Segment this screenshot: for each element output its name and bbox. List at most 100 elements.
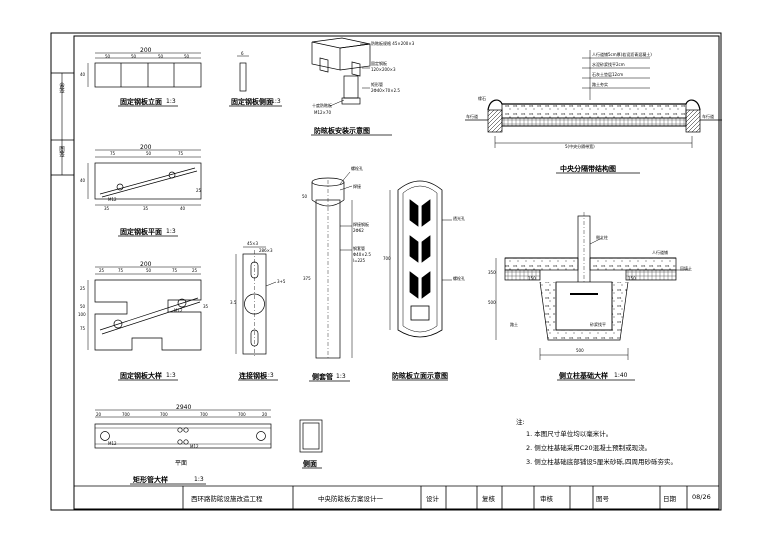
large-dim-2: 75 xyxy=(118,268,124,273)
front-view-scale: 1:3 xyxy=(166,98,176,105)
tube-sub-plan: 平面 xyxy=(175,460,188,467)
tube-title: 矩形管大样 xyxy=(133,476,168,484)
tube-dim-4: 700 xyxy=(200,412,208,417)
large-dim-1: 25 xyxy=(99,268,105,273)
large-dim-3: 50 xyxy=(146,268,152,273)
foundation-label-backfill: 回填土 xyxy=(680,266,692,271)
outer-border xyxy=(50,32,722,511)
sleeve-dim-50: 50 xyxy=(302,194,308,199)
connect-dim-height: 3.5 xyxy=(230,300,237,305)
front-view-title: 固定钢板立面 xyxy=(120,98,162,106)
plan-bolt-label: M12 xyxy=(108,197,117,202)
board-dim-height: 700 xyxy=(383,256,391,261)
foundation-label-soil: 路土 xyxy=(510,322,518,327)
titleblock-drawing-name: 中央防眩板方案设计一 xyxy=(318,495,383,503)
titleblock-review: 复核 xyxy=(482,495,495,503)
large-dim-7: 50 xyxy=(80,304,86,309)
plan-title: 固定钢板平面 xyxy=(120,228,162,236)
connect-title: 连接钢板 xyxy=(239,372,267,380)
plan-dim-height: 40 xyxy=(80,178,86,183)
section-title: 中央分隔带结构图 xyxy=(560,165,616,173)
titleblock-date: 日期 xyxy=(663,495,676,503)
foundation-label-mortar: 砂浆找平 xyxy=(590,322,606,327)
front-view-drawing xyxy=(87,52,202,88)
plan-dim-1: 75 xyxy=(110,151,116,156)
note-3: 3. 侧立柱基础底部铺设5厘米砂砾,四周用砂砾夯实。 xyxy=(526,458,677,466)
sleeve-callout-pipe: 钢套管 xyxy=(353,246,365,251)
median-section-drawing xyxy=(465,50,722,148)
large-bolt-label: M12 xyxy=(174,308,183,313)
tube-drawing xyxy=(94,409,323,453)
side-strip xyxy=(50,72,75,176)
section-label-curb: 缘石 xyxy=(478,96,486,101)
section-layer-4: 路土夯实 xyxy=(592,82,608,87)
sleeve-title: 侧套管 xyxy=(312,373,333,381)
tube-dim-2: 700 xyxy=(122,412,130,417)
install-callout-plate-size: 120×200×3 xyxy=(371,67,396,72)
large-dim-10: 100 xyxy=(78,312,86,317)
large-plate-drawing xyxy=(87,266,202,351)
plan-dim-5: 35 xyxy=(104,206,110,211)
foundation-label-pavement: 人行道铺 xyxy=(652,250,668,255)
plan-dim-6: 35 xyxy=(143,206,149,211)
plan-dim-2: 50 xyxy=(146,151,152,156)
plan-dim-total: 200 xyxy=(140,144,152,151)
plan-dim-3: 75 xyxy=(178,151,184,156)
install-title: 防眩板安装示意图 xyxy=(314,127,370,135)
front-dim-1: 50 xyxy=(105,54,111,59)
side-label-countersign: 会签 xyxy=(58,82,64,93)
section-layer-3: 石灰土垫层12cm xyxy=(592,72,624,77)
connect-dim-slot: 286×3 xyxy=(259,248,273,253)
foundation-title: 侧立柱基础大样 xyxy=(559,372,608,380)
tube-scale: 1:3 xyxy=(194,476,204,483)
large-dim-9: 35 xyxy=(203,304,209,309)
tube-sub-side: 侧面 xyxy=(303,460,317,468)
side-view-title: 固定钢板侧面 xyxy=(231,98,273,106)
foundation-drawing xyxy=(495,212,690,360)
sleeve-dim-375: 375 xyxy=(303,276,311,281)
note-1: 1. 本图尺寸单位均以毫米计。 xyxy=(526,430,613,438)
foundation-dim-width: 500 xyxy=(576,348,584,353)
sleeve-drawing xyxy=(311,171,353,360)
titleblock-design: 设计 xyxy=(426,495,439,503)
front-dim-3: 50 xyxy=(158,54,164,59)
tube-dim-5: 700 xyxy=(238,412,246,417)
foundation-dim-1: 150 xyxy=(528,276,536,281)
install-drawing xyxy=(311,37,371,107)
install-callout-tube-size: 2Φ40×70×2.5 xyxy=(371,88,400,93)
section-layer-2: 水泥砂浆找平2cm xyxy=(592,62,625,67)
sleeve-callout-weld-plate: 焊接钢板 xyxy=(353,222,369,227)
large-scale: 1:3 xyxy=(166,372,176,379)
front-dim-2: 50 xyxy=(131,54,137,59)
side-view-drawing xyxy=(237,55,249,92)
foundation-dim-2: 150 xyxy=(628,276,636,281)
install-callout-plate: 固定钢板 xyxy=(371,61,387,66)
tube-dim-1: 20 xyxy=(96,412,102,417)
large-title: 固定钢板大样 xyxy=(120,372,162,380)
large-dim-4: 75 xyxy=(172,268,178,273)
section-label-lane-left: 车行道 xyxy=(466,114,478,119)
sleeve-callout-2phi62: 2Φ62 xyxy=(353,228,364,233)
plan-view-drawing xyxy=(87,149,202,206)
section-layer-1: 人行道铺5cm厚(若设沥青混凝土) xyxy=(592,52,652,57)
side-dim: 6 xyxy=(241,51,244,56)
front-dim-height: 40 xyxy=(80,72,86,77)
note-2: 2. 侧立柱基础采用C20混凝土预制或现浇。 xyxy=(526,444,652,452)
connect-plate-drawing xyxy=(235,246,277,358)
install-callout-board: 十度防眩板 xyxy=(312,103,332,108)
foundation-dim-depth-2: 500 xyxy=(488,300,496,305)
titleblock-drawing-no: 图号 xyxy=(596,495,609,503)
sleeve-scale: 1:3 xyxy=(336,373,346,380)
notes-heading: 注: xyxy=(516,418,525,426)
titleblock-project: 西环路防眩设施改造工程 xyxy=(191,495,263,503)
tube-bolt-left: M12 xyxy=(108,441,117,446)
large-dim-6: 25 xyxy=(80,286,86,291)
foundation-scale: 1:40 xyxy=(614,372,628,379)
connect-scale: 1:3 xyxy=(264,372,274,379)
tube-dim-6: 20 xyxy=(262,412,268,417)
front-dim-4: 50 xyxy=(184,54,190,59)
plan-dim-7: 40 xyxy=(180,206,186,211)
install-callout-bolt: M12×70 xyxy=(314,110,331,115)
large-dim-8: 75 xyxy=(80,326,86,331)
sleeve-callout-pipe-size: Φ40×2.5 xyxy=(353,252,371,257)
